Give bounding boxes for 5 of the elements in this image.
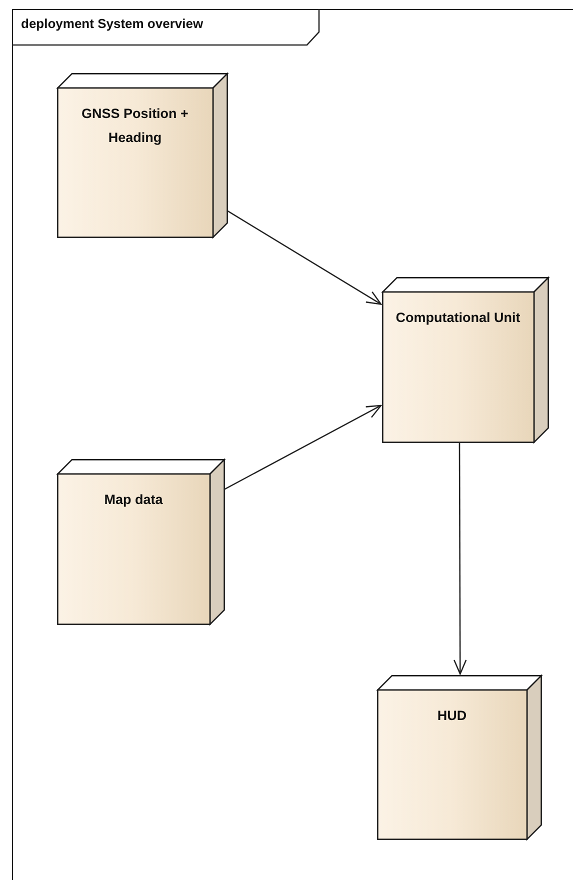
arrow	[453, 442, 467, 675]
diagram-frame	[12, 9, 573, 880]
arrow	[226, 210, 382, 305]
arrow	[224, 404, 382, 490]
frame-title: deployment System overview	[21, 16, 204, 31]
